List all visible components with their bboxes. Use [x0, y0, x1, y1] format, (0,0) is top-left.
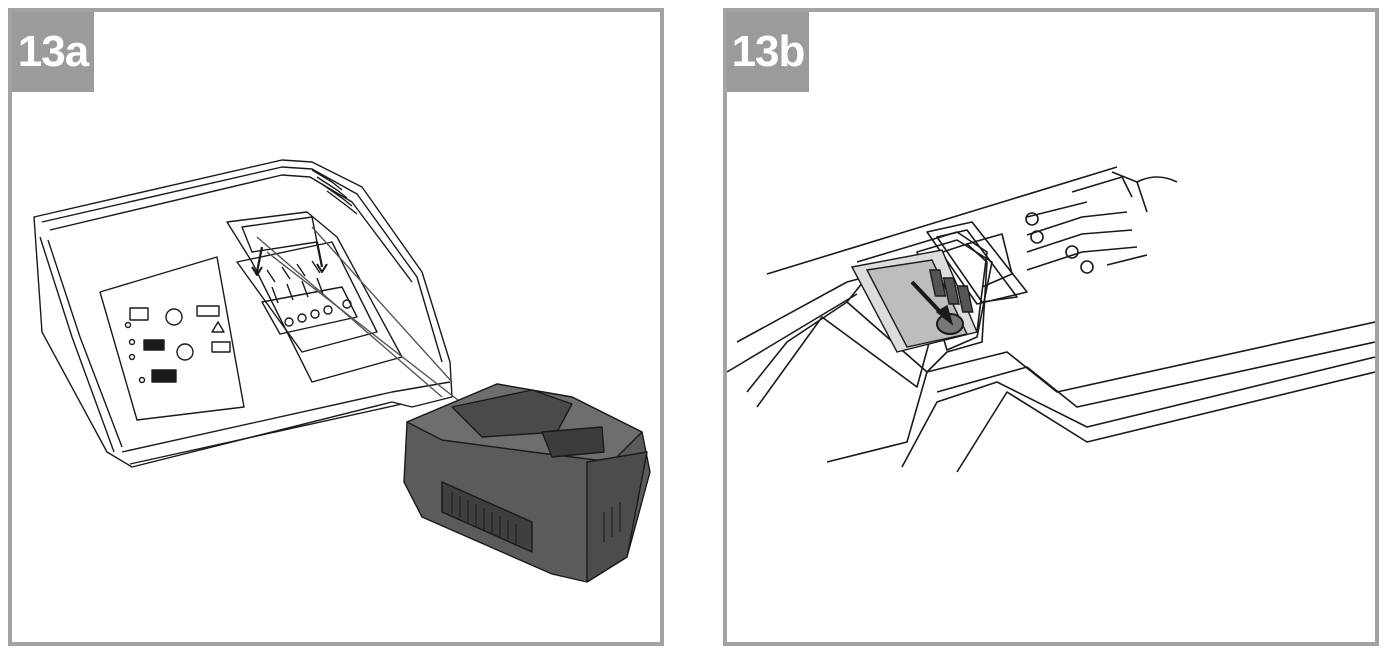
- figure-panel-13b: 13b: [723, 8, 1379, 646]
- charge-indicator-illustration: [727, 166, 1375, 473]
- panel-label: 13a: [12, 12, 94, 92]
- panel-label: 13b: [727, 12, 809, 92]
- figure-panel-13a: 13a: [8, 8, 664, 646]
- charger-illustration: [33, 159, 651, 583]
